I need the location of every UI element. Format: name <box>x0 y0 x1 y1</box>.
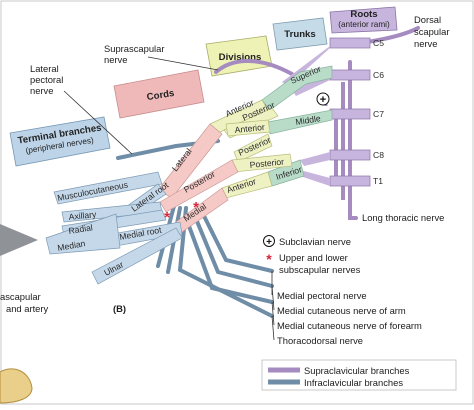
terminal-label-radial: Radial <box>68 222 94 236</box>
medial-pectoral-nerve-line <box>199 208 274 273</box>
leader-medial-cutaneous-forearm <box>271 301 275 326</box>
posterior-cord <box>159 159 239 213</box>
cut-off-arrow-shape <box>0 224 38 256</box>
star-marker-2: * <box>193 199 199 216</box>
legend-label-supraclavicular: Supraclavicular branches <box>304 365 410 376</box>
divisions-header: Divisions <box>219 52 262 63</box>
panel-label: (B) <box>113 303 126 314</box>
trunks-header-box <box>272 17 328 51</box>
legend-label-infraclavicular: Infraclavicular branches <box>304 377 403 388</box>
root-label-t1: T1 <box>373 176 383 186</box>
label-cut-left-1: ascapular <box>0 291 41 302</box>
trunk-label-middle: Middle <box>295 113 322 127</box>
suprascapular-nerve-line <box>214 59 294 76</box>
cut-off-bone-shape <box>0 368 33 404</box>
label-suprascapular: Suprascapular <box>104 43 164 54</box>
label-long-thoracic: Long thoracic nerve <box>362 212 444 223</box>
roots-header: Roots <box>350 9 377 20</box>
lateral-cord <box>157 123 223 199</box>
medial-cutaneous-arm-line <box>192 212 274 288</box>
roots-header-box <box>329 6 398 34</box>
terminal-label-axillary: Axillary <box>68 209 97 222</box>
root-c8-tail <box>300 152 330 166</box>
root-label-c6: C6 <box>373 70 384 80</box>
label-medial-pectoral: Medial pectoral nerve <box>277 290 367 301</box>
roots-subheader: (anterior rami) <box>338 20 390 29</box>
division-middle-anterior <box>225 119 271 137</box>
subclavian-plus-marker: + <box>316 92 330 106</box>
root-t1-tail <box>300 170 330 186</box>
division-middle-posterior <box>233 133 273 163</box>
label-medial-cutaneous-arm: Medial cutaneous nerve of arm <box>277 305 406 316</box>
division-label-3: Anterior <box>234 122 265 135</box>
label-thoracodorsal: Thoracodorsal nerve <box>277 335 363 346</box>
root-label-c7: C7 <box>373 109 384 119</box>
root-c6 <box>329 69 371 81</box>
label-upper-lower-2: subscapular nerves <box>279 264 361 275</box>
label-cut-left-2: and artery <box>6 303 49 314</box>
label-suprascapular-2: nerve <box>104 54 127 65</box>
label-subclavian: Subclavian nerve <box>279 236 351 247</box>
trunks-header: Trunks <box>284 29 315 40</box>
label-dorsal-scapular-3: nerve <box>414 38 437 49</box>
terminal-label-musculocutaneous: Musculocutaneous <box>56 179 128 202</box>
plus-symbol: + <box>320 94 326 106</box>
median-nerve <box>45 213 121 255</box>
label-upper-lower-1: Upper and lower <box>279 252 348 263</box>
leader-medial-cutaneous-arm <box>271 285 275 311</box>
plus-symbol-legend: + <box>266 237 272 248</box>
subclavian-legend-marker: + <box>263 235 275 248</box>
root-c8 <box>329 149 371 161</box>
root-label-c8: C8 <box>373 150 384 160</box>
division-label-5: Posterior <box>249 156 284 170</box>
root-c7 <box>329 108 371 120</box>
cords-header-box <box>113 69 205 119</box>
star-marker-1: * <box>164 209 170 226</box>
label-lateral-pectoral-3: nerve <box>30 85 53 96</box>
leader-thoracodorsal <box>271 315 275 341</box>
label-medial-cutaneous-forearm: Medial cutaneous nerve of forearm <box>277 320 422 331</box>
root-label-c5: C5 <box>373 38 384 48</box>
terminal-branches-header-box <box>9 116 111 167</box>
cords-header: Cords <box>146 88 175 103</box>
label-lateral-pectoral: Lateral <box>30 63 59 74</box>
label-lateral-pectoral-2: pectoral <box>30 74 63 85</box>
terminal-label-median: Median <box>57 238 87 253</box>
ulnar-nerve <box>91 227 183 285</box>
root-c5 <box>329 37 371 49</box>
leader-lateral-pectoral <box>63 90 133 155</box>
long-thoracic-nerve-line <box>348 60 358 220</box>
root-t1 <box>329 175 371 187</box>
label-dorsal-scapular-2: scapular <box>414 26 449 37</box>
label-dorsal-scapular: Dorsal <box>414 14 441 25</box>
star-legend-marker: * <box>266 251 272 267</box>
musculocutaneous-nerve <box>53 171 163 205</box>
legend-box: Supraclavicular branches Infraclavicular… <box>261 359 457 391</box>
leader-suprascapular <box>147 56 219 71</box>
